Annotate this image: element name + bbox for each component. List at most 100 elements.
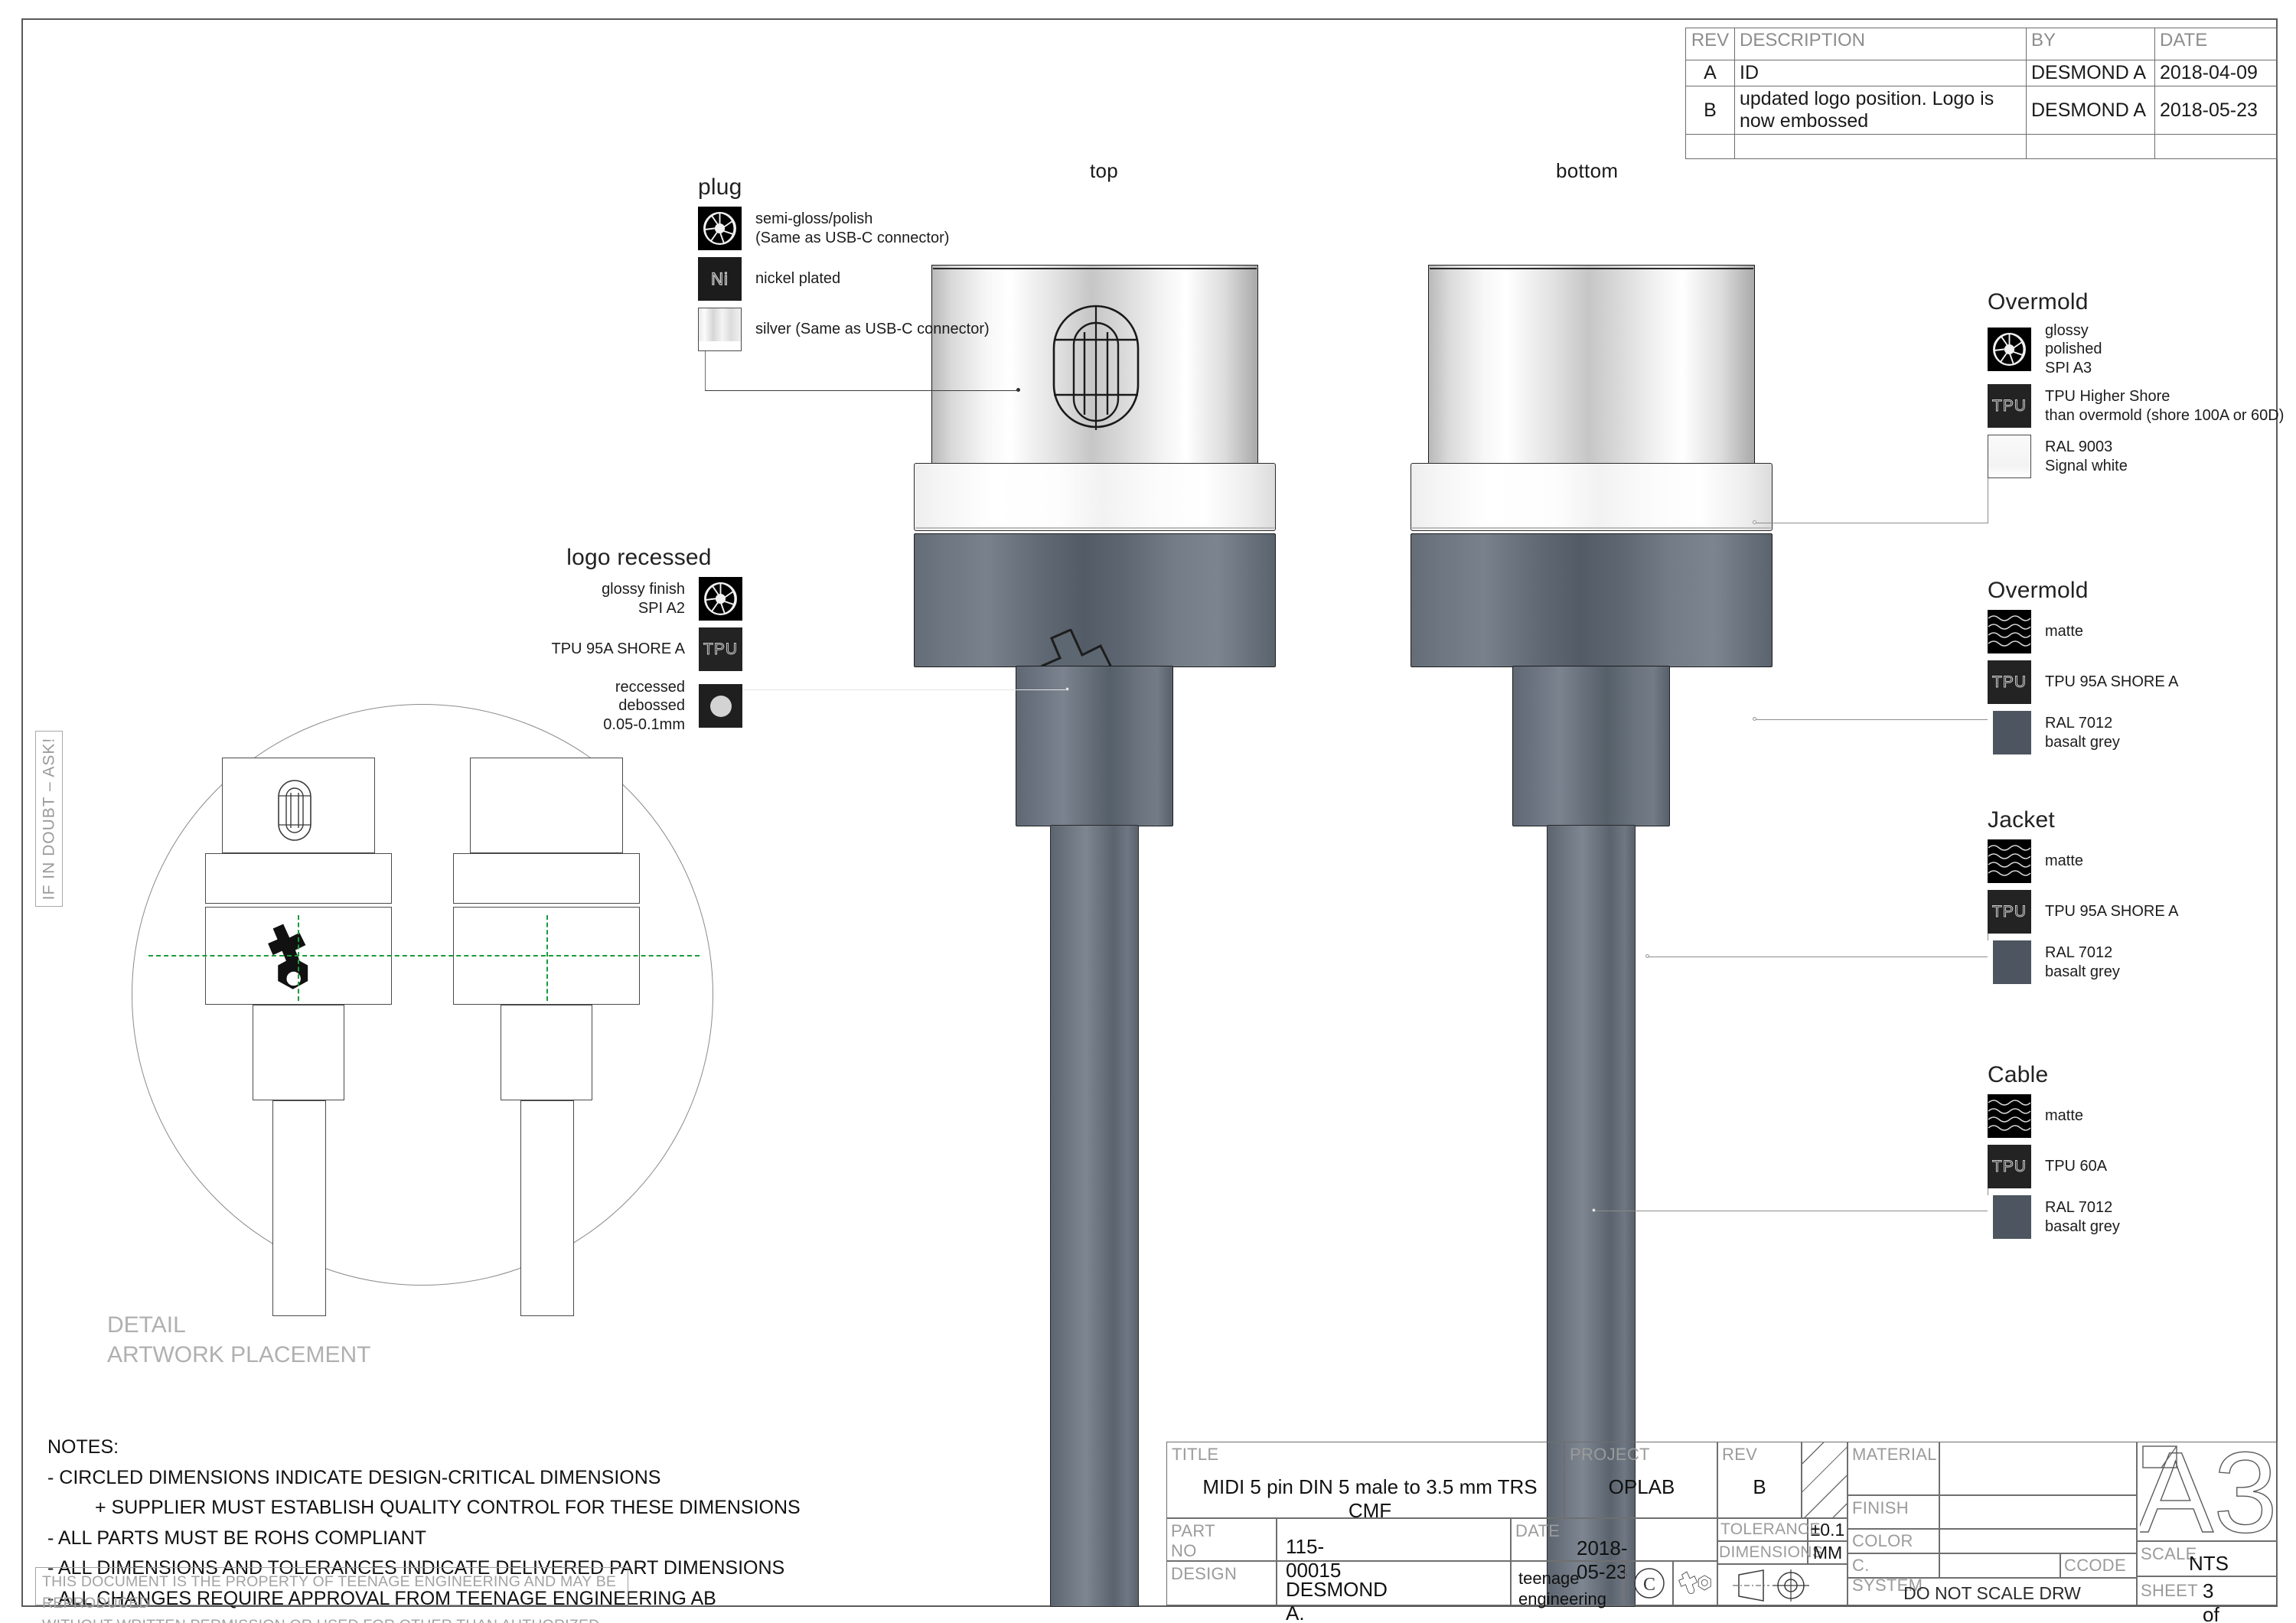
- leader-plug-vertical: [705, 348, 706, 390]
- design-label: DESIGN: [1171, 1564, 1238, 1583]
- leader-jacket-endpoint: [1645, 954, 1649, 958]
- gloss-spiral-swatch-icon: [698, 207, 742, 250]
- legend-overmold-white-label-0: glossy polished SPI A3: [2045, 322, 2102, 376]
- revision-header-rev: REV: [1685, 28, 1735, 60]
- color-value-cell: [1939, 1529, 2137, 1553]
- leader-plug-horizontal: [705, 390, 1019, 391]
- dimensions-label: DIMENSIONS: [1719, 1543, 1824, 1561]
- plug-metal-shell-bottom: [1428, 265, 1755, 464]
- legend-overmold-white-title: Overmold: [1988, 289, 2089, 314]
- centerline-vertical-left: [298, 915, 299, 1001]
- revision-cell-rev: A: [1685, 60, 1735, 86]
- detail-caption-line1: DETAIL: [107, 1312, 186, 1338]
- legend-overmold-white-label-1: TPU Higher Shore than overmold (shore 10…: [2045, 388, 2285, 424]
- if-in-doubt-label: IF IN DOUBT – ASK!: [40, 737, 57, 901]
- legend-overmold-white-label-2: RAL 9003 Signal white: [2045, 438, 2128, 474]
- legend-jacket-label-1: TPU 95A SHORE A: [2045, 903, 2179, 921]
- list-item: TPU TPU 95A SHORE A: [1988, 890, 2179, 934]
- projection-symbol-cell: [1717, 1564, 1848, 1605]
- tpu-swatch-text: TPU: [703, 640, 738, 658]
- sheet-label: SHEET: [2141, 1581, 2198, 1600]
- notes-line-2: - ALL PARTS MUST BE ROHS COMPLIANT: [47, 1527, 427, 1549]
- list-item: matte: [1988, 610, 2179, 653]
- dimensions-value: MM: [1812, 1543, 1843, 1563]
- list-item: TPU TPU 60A: [1988, 1145, 2120, 1188]
- grey-overmold-body: [914, 533, 1276, 667]
- ni-swatch-icon: Ni: [698, 257, 742, 301]
- jacket-body-bottom-view: [1512, 666, 1670, 826]
- scale-cell: [2137, 1541, 2278, 1576]
- revision-cell-rev: B: [1685, 86, 1735, 135]
- revision-cell-description: updated logo position. Logo is now embos…: [1734, 86, 2027, 135]
- legend-jacket-label-0: matte: [2045, 852, 2084, 870]
- tpu-swatch-icon: TPU: [1988, 384, 2031, 429]
- tolerance-label: TOLERANCE: [1720, 1520, 1821, 1538]
- legend-overmold-grey-label-0: matte: [2045, 623, 2084, 640]
- leader-logo-horizontal: [732, 689, 1068, 690]
- legend-cable-label-2: RAL 7012 basalt grey: [2045, 1199, 2120, 1235]
- notes-line-0: - CIRCLED DIMENSIONS INDICATE DESIGN-CRI…: [47, 1466, 661, 1488]
- list-item: TPU TPU 95A SHORE A: [1988, 660, 2179, 704]
- matte-wave-swatch-icon: [1988, 1094, 2031, 1138]
- recessed-dot-swatch-icon: [699, 684, 742, 728]
- project-value: OPLAB: [1608, 1475, 1675, 1498]
- tolerance-value: ±0.1: [1810, 1520, 1845, 1540]
- hatch-box: [1802, 1442, 1848, 1518]
- revision-header-description: DESCRIPTION: [1734, 28, 2027, 60]
- finish-label-cell: [1848, 1495, 1939, 1529]
- date-label: DATE: [1515, 1521, 1561, 1540]
- sheet-size-cell: [2137, 1442, 2278, 1541]
- tpu-swatch-icon: TPU: [1988, 890, 2031, 934]
- detail-caption-line2: ARTWORK PLACEMENT: [107, 1342, 371, 1367]
- color-label-cell: [1848, 1529, 1939, 1553]
- detail-right-white-ring: [453, 853, 640, 904]
- part-no-value: 115-00015: [1286, 1535, 1342, 1582]
- table-row: B updated logo position. Logo is now emb…: [1685, 86, 2278, 135]
- table-row: A ID DESMOND A 2018-04-09: [1685, 60, 2278, 86]
- do-not-scale-cell: [1848, 1578, 2137, 1605]
- silver-swatch-icon: [698, 308, 742, 351]
- matte-wave-swatch-icon: [1988, 839, 2031, 883]
- legend-overmold-grey: Overmold matte TPU TPU 95A SHORE A: [1988, 578, 2179, 761]
- leader-plug-endpoint: [1016, 388, 1020, 392]
- legend-logo-label-1: TPU 95A SHORE A: [551, 640, 685, 658]
- legend-logo-label-2: reccessed debossed 0.05-0.1mm: [603, 679, 685, 733]
- list-item: glossy polished SPI A3: [1988, 321, 2284, 377]
- a3-sheet-size-icon: A3: [2140, 1443, 2276, 1540]
- project-label: PROJECT: [1570, 1445, 1650, 1464]
- revision-header-date: DATE: [2154, 28, 2278, 60]
- list-item: RAL 7012 basalt grey: [1988, 711, 2179, 754]
- list-item: glossy finish SPI A2: [536, 577, 742, 621]
- jacket-body-top-view: [1016, 666, 1173, 826]
- copyright-icon: C: [1634, 1568, 1665, 1599]
- cable-body-top-view: [1050, 825, 1139, 1607]
- gloss-spiral-swatch-icon: [1988, 328, 2031, 372]
- sheet-border: [21, 18, 2278, 1607]
- design-value: DESMOND A.: [1286, 1578, 1388, 1623]
- company-cell: [1511, 1561, 1626, 1605]
- legend-plug: plug semi-gloss/po: [698, 174, 990, 358]
- rev-label: REV: [1722, 1445, 1758, 1464]
- part-no-value-cell: [1277, 1518, 1511, 1561]
- legend-plug-label-2: silver (Same as USB-C connector): [755, 321, 990, 338]
- grey-swatch-icon: [1988, 711, 2031, 754]
- legend-logo-recessed-title: logo recessed: [566, 545, 712, 570]
- centerline-horizontal: [148, 955, 700, 957]
- ni-swatch-text: Ni: [711, 269, 729, 288]
- leader-overmold-white-endpoint: [1753, 520, 1756, 524]
- legend-jacket: Jacket matte TPU TPU 95A SHORE A: [1988, 807, 2179, 991]
- plug-top-edge-line: [933, 268, 1257, 269]
- design-value-cell: [1277, 1561, 1511, 1605]
- revision-cell-empty: [2026, 134, 2155, 159]
- svg-text:A3: A3: [2140, 1443, 2276, 1540]
- notes-heading: NOTES:: [47, 1436, 119, 1458]
- tpu-swatch-text: TPU: [1992, 1157, 2027, 1175]
- list-item: Ni nickel plated: [698, 257, 990, 301]
- tpu-swatch-icon: TPU: [699, 627, 742, 671]
- tolerance-label-cell: [1717, 1518, 1808, 1541]
- list-item: semi-gloss/polish (Same as USB-C connect…: [698, 207, 990, 250]
- list-item: RAL 7012 basalt grey: [1988, 1195, 2120, 1239]
- legend-cable-label-0: matte: [2045, 1107, 2084, 1125]
- matte-wave-swatch-icon: [1988, 610, 2031, 653]
- legend-plug-label-0: semi-gloss/polish (Same as USB-C connect…: [755, 210, 950, 246]
